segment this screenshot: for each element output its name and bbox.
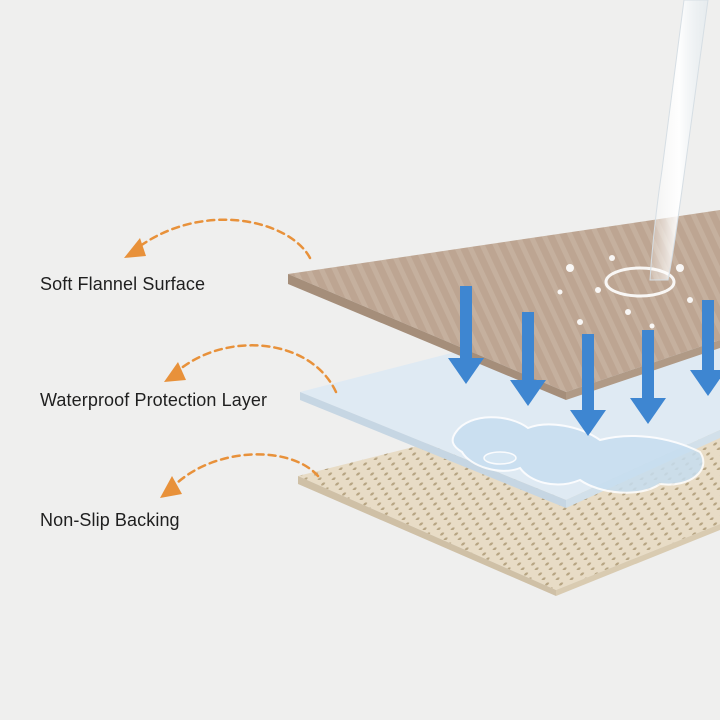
callout-arrow-backing	[160, 453, 320, 498]
water-flow-arrow	[510, 312, 546, 406]
label-soft-flannel-surface: Soft Flannel Surface	[40, 274, 206, 294]
water-stream	[649, 0, 709, 281]
callout-arrow-surface	[124, 218, 312, 260]
water-flow-arrow	[570, 334, 606, 436]
water-flow-arrows	[448, 286, 720, 436]
water-flow-arrow	[448, 286, 484, 384]
water-puddle	[451, 416, 705, 494]
water-flow-arrow	[630, 330, 666, 424]
label-non-slip-backing: Non-Slip Backing	[40, 510, 180, 530]
label-waterproof-protection-layer: Waterproof Protection Layer	[40, 390, 268, 410]
flannel-surface-layer	[288, 210, 720, 400]
water-flow-arrow	[690, 300, 720, 396]
callout-arrow-waterproof	[164, 344, 338, 394]
